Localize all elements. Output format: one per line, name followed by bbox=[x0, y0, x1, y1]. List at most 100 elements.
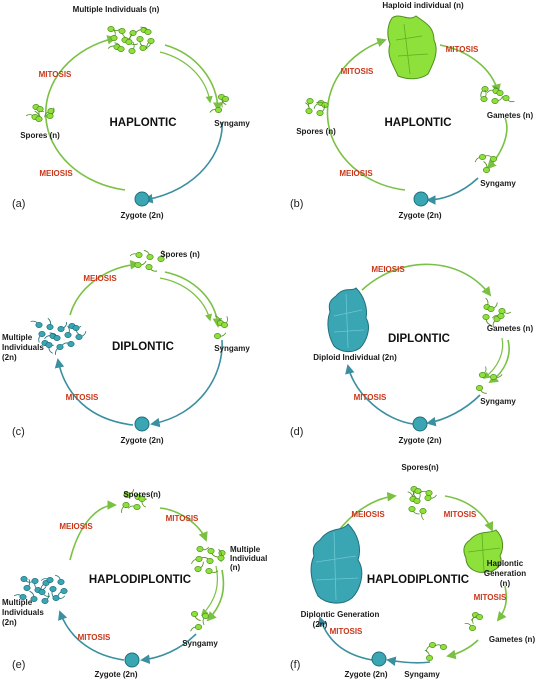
panel-a-tag: (a) bbox=[12, 198, 25, 210]
cell-icon bbox=[57, 588, 68, 598]
arc-b-right2 bbox=[486, 117, 508, 170]
arc-c-right bbox=[164, 271, 223, 328]
cell-icon bbox=[49, 332, 61, 341]
cell-icon bbox=[38, 331, 46, 343]
cell-icon bbox=[424, 494, 437, 501]
cell-icon bbox=[196, 546, 210, 552]
gamete-cluster-f bbox=[464, 612, 484, 631]
label-c-zygote: Zygote (2n) bbox=[120, 436, 163, 445]
haploid-plant-b bbox=[387, 15, 437, 80]
cell-icon bbox=[220, 316, 229, 328]
label-f-meiosis: MEIOSIS bbox=[351, 510, 385, 519]
label-b-zygote: Zygote (2n) bbox=[398, 211, 441, 220]
arc-c-bottom-right bbox=[150, 339, 223, 428]
diploid-cluster-c bbox=[30, 317, 87, 355]
cell-icon bbox=[75, 331, 87, 340]
cell-icon bbox=[190, 624, 203, 632]
cell-icon bbox=[207, 548, 218, 558]
arc-b-left bbox=[326, 37, 406, 191]
cell-icon bbox=[46, 317, 54, 330]
arc-d-bottom-left bbox=[345, 364, 414, 425]
cell-icon bbox=[480, 86, 489, 98]
arc-a-right bbox=[164, 44, 223, 112]
label-b-top: Haploid individual (n) bbox=[382, 1, 464, 10]
cell-icon bbox=[143, 250, 154, 260]
label-c-individuals: Individuals bbox=[2, 343, 44, 352]
cell-icon bbox=[52, 595, 66, 601]
label-a-meiosis: MEIOSIS bbox=[39, 169, 73, 178]
cell-icon bbox=[20, 576, 33, 583]
label-a-mitosis: MITOSIS bbox=[39, 70, 72, 79]
arc-b-bottom bbox=[426, 177, 479, 205]
panel-d: MEIOSIS DIPLONTIC Gametes (n) Diploid In… bbox=[290, 263, 533, 445]
cell-icon bbox=[46, 107, 55, 119]
cell-icon bbox=[121, 502, 130, 514]
spore-cluster-a bbox=[25, 104, 55, 122]
cell-icon bbox=[114, 42, 125, 52]
zygote-a bbox=[134, 191, 150, 207]
label-a-top: Multiple Individuals (n) bbox=[73, 5, 160, 14]
label-a-syngamy: Syngamy bbox=[214, 119, 250, 128]
zygote-e bbox=[124, 652, 140, 668]
cell-icon bbox=[413, 492, 421, 504]
syngamy-cluster-a bbox=[209, 94, 230, 113]
panel-d-tag: (d) bbox=[290, 426, 303, 438]
cell-icon bbox=[316, 101, 329, 108]
label-e-mitosis-bottom: MITOSIS bbox=[78, 633, 111, 642]
spore-cluster-c bbox=[129, 249, 165, 272]
label-b-syngamy: Syngamy bbox=[480, 179, 516, 188]
spore-cluster-b bbox=[305, 98, 329, 116]
panel-b-tag: (b) bbox=[290, 198, 303, 210]
label-f-zygote: Zygote (2n) bbox=[344, 670, 387, 679]
label-d-syngamy: Syngamy bbox=[480, 397, 516, 406]
label-f-mitosis-top: MITOSIS bbox=[444, 510, 477, 519]
arc-d-top bbox=[361, 263, 492, 297]
label-e-multiple: Multiple bbox=[230, 545, 261, 554]
label-a-zygote: Zygote (2n) bbox=[120, 211, 163, 220]
label-b-meiosis: MEIOSIS bbox=[339, 169, 373, 178]
cell-icon bbox=[45, 342, 53, 354]
cell-icon bbox=[128, 41, 136, 54]
cell-icon bbox=[118, 28, 128, 39]
label-a-spores: Spores (n) bbox=[20, 131, 60, 140]
arc-e-right bbox=[206, 569, 225, 622]
arc-f-right-low bbox=[446, 639, 479, 660]
gamete-cluster-a bbox=[107, 26, 155, 54]
arc-c-top bbox=[69, 260, 140, 316]
label-d-diploid: Diploid Individual (2n) bbox=[313, 353, 397, 362]
label-f-diplontic: Diplontic Generation bbox=[301, 610, 380, 619]
label-c-center: DIPLONTIC bbox=[112, 341, 174, 353]
cell-icon bbox=[30, 320, 43, 328]
panel-e: Spores(n) MEIOSIS MITOSIS Multiple Indiv… bbox=[2, 489, 267, 679]
cell-icon bbox=[194, 561, 204, 572]
cell-icon bbox=[424, 649, 434, 661]
cell-icon bbox=[129, 252, 143, 258]
cell-icon bbox=[434, 644, 448, 650]
cell-icon bbox=[191, 556, 203, 565]
cell-icon bbox=[110, 28, 118, 41]
cell-icon bbox=[61, 341, 75, 347]
cell-icon bbox=[201, 557, 214, 564]
cell-icon bbox=[482, 161, 491, 173]
label-d-meiosis: MEIOSIS bbox=[371, 265, 405, 274]
cell-icon bbox=[498, 308, 512, 314]
cell-icon bbox=[419, 508, 427, 521]
label-f-top: Spores(n) bbox=[401, 463, 439, 472]
cell-icon bbox=[470, 614, 484, 621]
arc-a-bottom bbox=[143, 121, 223, 204]
label-f-syngamy: Syngamy bbox=[404, 670, 440, 679]
label-e-multiple-left: Multiple bbox=[2, 598, 33, 607]
cell-icon bbox=[487, 302, 498, 312]
cell-icon bbox=[201, 613, 210, 626]
cell-icon bbox=[138, 496, 146, 508]
cell-icon bbox=[34, 110, 43, 122]
arc-f-bottom-right bbox=[386, 656, 431, 666]
arc-c-bottom-left bbox=[54, 358, 134, 426]
gamete-cluster-d bbox=[482, 297, 512, 328]
cell-icon bbox=[475, 385, 487, 394]
cell-icon bbox=[316, 105, 325, 116]
cell-icon bbox=[491, 96, 504, 104]
label-b-mitosis-left: MITOSIS bbox=[341, 67, 374, 76]
arc-e-top-left bbox=[69, 500, 117, 561]
